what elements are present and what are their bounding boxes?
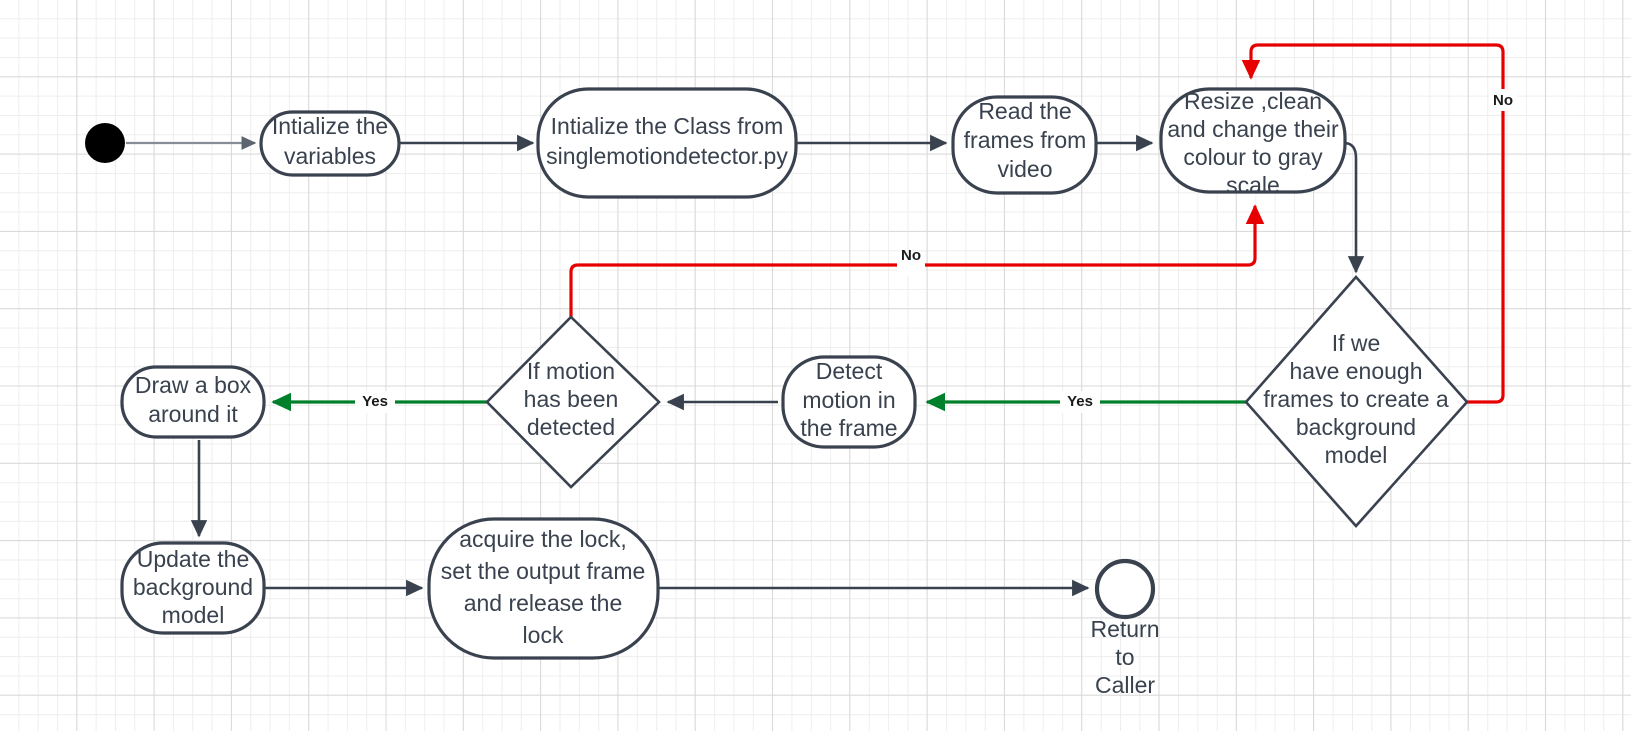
node-resize-clean-line-4: scale [1226, 172, 1280, 198]
start-node[interactable] [85, 123, 125, 163]
node-resize-clean-line-3: colour to gray [1183, 144, 1323, 170]
node-acquire-lock-line-2: set the output frame [441, 558, 646, 584]
node-detect-motion-line-2: motion in [802, 387, 895, 413]
node-init-class[interactable]: Intialize the Class from singlemotiondet… [536, 87, 798, 199]
end-caption-line-1: Return [1090, 616, 1159, 642]
node-draw-box-line-2: around it [148, 401, 238, 427]
node-init-variables-line-1: Intialize the [272, 113, 388, 139]
node-resize-clean-line-2: and change their [1167, 116, 1339, 142]
node-motion-detected-decision[interactable]: If motion has been detected [485, 315, 661, 489]
node-init-class-line-2: singlemotiondetector.py [546, 143, 788, 169]
edge-label-yes-enough-frames-text: Yes [1067, 393, 1093, 410]
node-motion-detected-line-2: has been [524, 386, 619, 412]
edge-label-no-top: No [897, 247, 925, 276]
node-motion-detected-line-3: detected [527, 414, 615, 440]
node-init-variables-line-2: variables [284, 143, 376, 169]
node-update-background-line-1: Update the [137, 546, 250, 572]
edge-label-no-right-text: No [1493, 92, 1513, 109]
node-draw-box-line-1: Draw a box [135, 372, 252, 398]
edge-resize-to-enough-frames [1343, 141, 1365, 274]
node-enough-frames-line-4: background [1296, 414, 1416, 440]
node-update-background-line-2: background [133, 574, 253, 600]
node-update-background-line-3: model [162, 602, 225, 628]
edge-label-yes-enough-frames: Yes [1060, 391, 1100, 413]
node-update-background[interactable]: Update the background model [120, 541, 266, 635]
node-enough-frames-line-1: If we [1332, 330, 1381, 356]
edge-label-no-right: No [1489, 89, 1517, 111]
edge-label-no-top-text: No [901, 247, 921, 264]
node-acquire-lock-line-1: acquire the lock, [459, 526, 626, 552]
edge-label-yes-motion-detected: Yes [355, 391, 395, 413]
node-read-frames-line-1: Read the [978, 98, 1071, 124]
node-resize-clean-line-1: Resize ,clean [1184, 88, 1322, 114]
edge-enough-frames-no [1241, 43, 1505, 404]
node-enough-frames-decision[interactable]: If we have enough frames to create a bac… [1244, 275, 1469, 528]
end-caption-line-3: Caller [1095, 672, 1155, 698]
node-acquire-lock-line-4: lock [523, 622, 564, 648]
node-detect-motion-line-1: Detect [816, 358, 883, 384]
node-resize-clean[interactable]: Resize ,clean and change their colour to… [1159, 87, 1347, 198]
node-init-class-line-1: Intialize the Class from [551, 113, 784, 139]
node-acquire-lock[interactable]: acquire the lock, set the output frame a… [427, 517, 660, 660]
end-caption-line-2: to [1115, 644, 1134, 670]
node-enough-frames-line-5: model [1325, 442, 1388, 468]
node-draw-box[interactable]: Draw a box around it [120, 365, 266, 439]
node-motion-detected-line-1: If motion [527, 358, 615, 384]
node-detect-motion-line-3: the frame [800, 415, 897, 441]
node-read-frames-line-2: frames from [964, 127, 1087, 153]
edge-label-yes-motion-detected-text: Yes [362, 393, 388, 410]
node-enough-frames-line-3: frames to create a [1263, 386, 1449, 412]
node-read-frames-line-3: video [998, 156, 1053, 182]
node-init-variables[interactable]: Intialize the variables [259, 110, 401, 177]
node-detect-motion[interactable]: Detect motion in the frame [781, 355, 917, 449]
node-enough-frames-line-2: have enough [1289, 358, 1422, 384]
node-read-frames[interactable]: Read the frames from video [951, 95, 1098, 195]
node-end-return-to-caller[interactable]: Return to Caller [1090, 558, 1160, 698]
node-acquire-lock-line-3: and release the [464, 590, 623, 616]
